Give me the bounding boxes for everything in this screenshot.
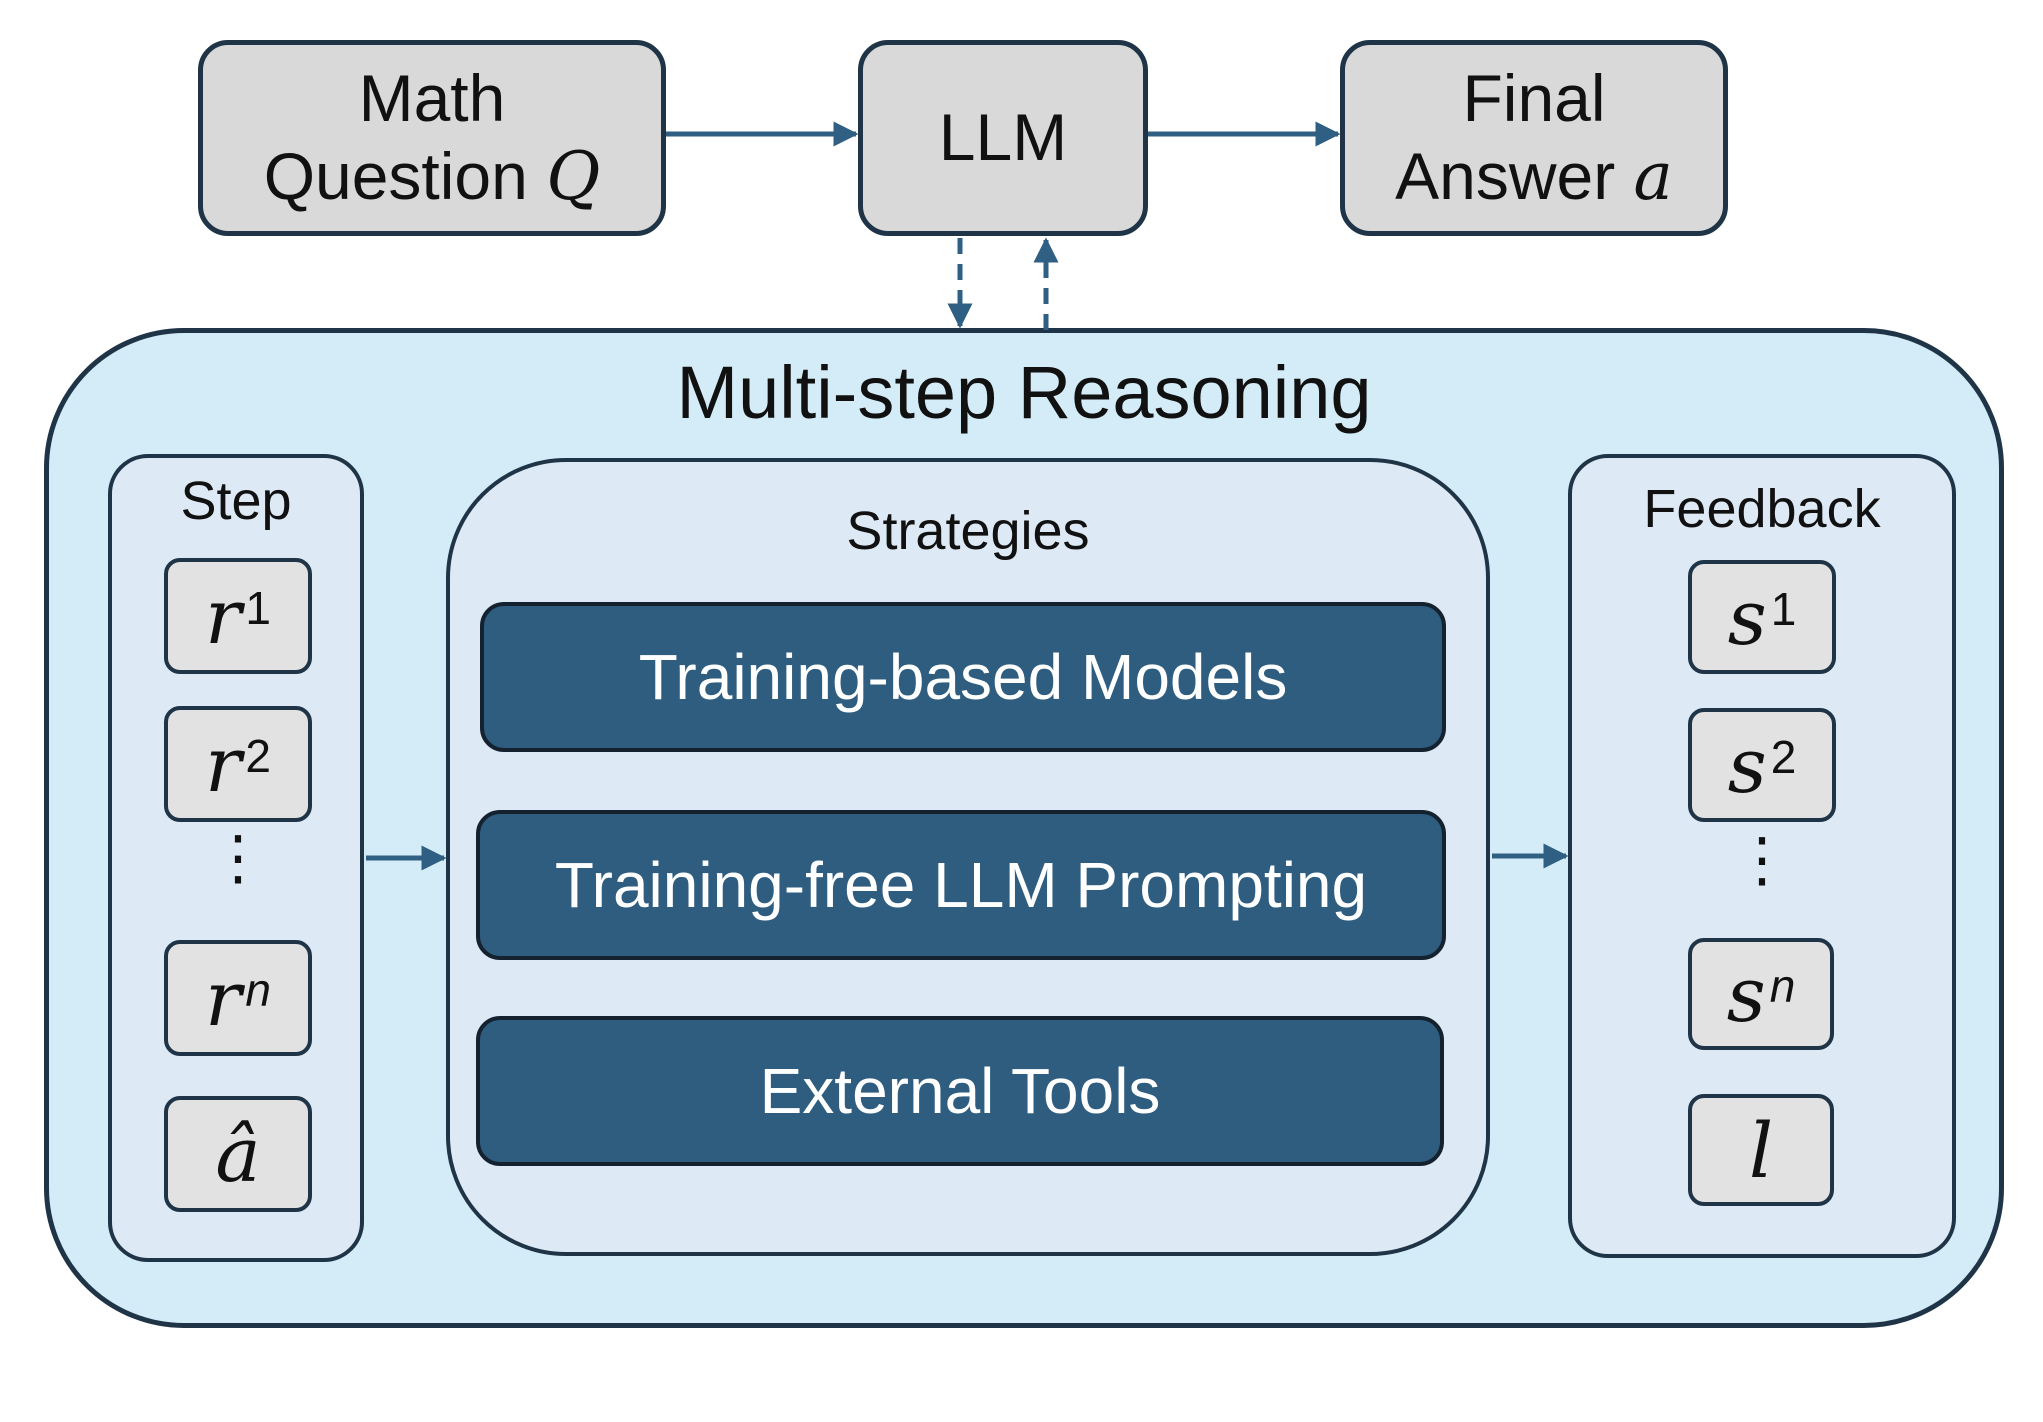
strategy-external-tools: External Tools	[476, 1016, 1444, 1166]
feedback-s2-sup: 2	[1770, 731, 1797, 783]
feedback-sn-base: s	[1726, 949, 1766, 1039]
feedback-sn-sup: n	[1769, 960, 1796, 1012]
final-answer-line1: Final	[1462, 61, 1606, 136]
strategy-training-based-models-label: Training-based Models	[638, 641, 1288, 713]
step-title: Step	[180, 471, 292, 531]
feedback-ellipsis: ⋮	[1732, 826, 1792, 893]
step-r2-sup: 2	[245, 730, 271, 782]
feedback-s1-base: s	[1727, 572, 1767, 662]
step-rn-base: r	[205, 953, 242, 1043]
strategies-title: Strategies	[846, 501, 1090, 561]
feedback-s2-base: s	[1727, 720, 1767, 810]
math-question-line2: Question	[263, 139, 528, 213]
answer-variable: a	[1633, 138, 1673, 215]
question-variable: Q	[546, 138, 601, 215]
step-r2-base: r	[205, 719, 242, 809]
feedback-l-base: l	[1748, 1105, 1774, 1195]
strategy-training-free-llm-prompting: Training-free LLM Prompting	[476, 810, 1446, 960]
step-r1-base: r	[205, 571, 242, 661]
strategy-training-free-llm-prompting-label: Training-free LLM Prompting	[554, 849, 1368, 921]
strategy-external-tools-label: External Tools	[759, 1055, 1161, 1127]
step-a-hat: â	[164, 1096, 312, 1212]
multi-step-reasoning-title: Multi-step Reasoning	[676, 351, 1372, 434]
step-ellipsis: ⋮	[208, 824, 268, 891]
feedback-l: l	[1688, 1094, 1834, 1206]
step-r1-sup: 1	[245, 582, 271, 634]
final-answer-line2: Answer	[1395, 139, 1616, 213]
step-a-hat-base: â	[215, 1109, 261, 1199]
feedback-title: Feedback	[1643, 479, 1881, 539]
llm-label: LLM	[938, 100, 1068, 175]
strategy-training-based-models: Training-based Models	[480, 602, 1446, 752]
math-question-box: Math Question Q	[198, 40, 666, 236]
step-rn-sup: n	[245, 964, 271, 1016]
feedback-s1-sup: 1	[1770, 583, 1797, 635]
llm-box: LLM	[858, 40, 1148, 236]
final-answer-box: Final Answer a	[1340, 40, 1728, 236]
math-question-line1: Math	[358, 61, 506, 136]
